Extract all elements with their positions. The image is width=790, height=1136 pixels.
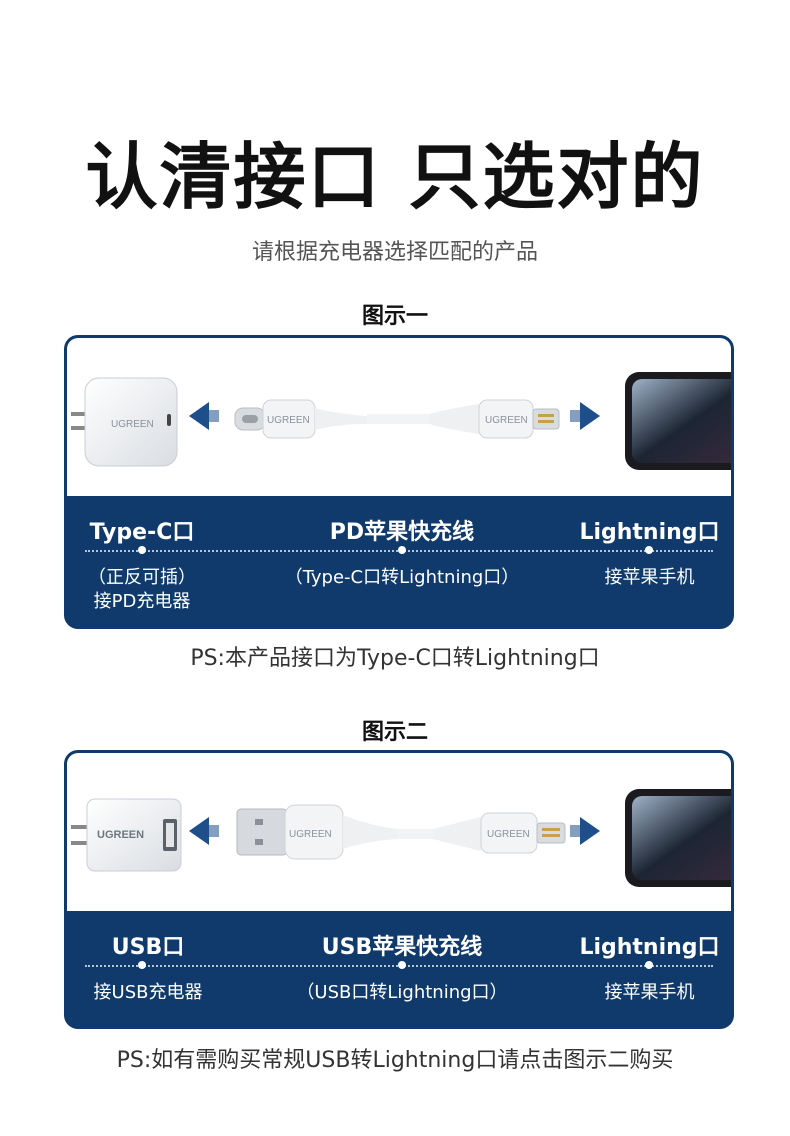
figure2-product-image: UGREEN UGREEN U — [67, 753, 731, 911]
figure1-dot-right — [645, 546, 653, 554]
figure2-left-label: USB口 — [111, 935, 185, 960]
figure1-left-note-1: （正反可插） — [88, 567, 196, 588]
figure2-center-note: （USB口转Lightning口） — [296, 982, 508, 1003]
figure2-center-label: USB苹果快充线 — [321, 935, 483, 960]
figure1-product-image: UGREEN UGREEN UGREEN — [67, 338, 731, 496]
figure2-title: 图示二 — [361, 720, 428, 745]
lightning-plug-icon: UGREEN — [429, 399, 560, 439]
arrow-left-icon — [189, 402, 219, 430]
figure1-right-note: 接苹果手机 — [604, 567, 695, 588]
figure2-dot-left — [138, 961, 146, 969]
iphone-icon — [625, 789, 731, 887]
figure1-center-label: PD苹果快充线 — [329, 520, 475, 545]
figure1-title: 图示一 — [361, 304, 428, 329]
page-subtitle: 请根据充电器选择匹配的产品 — [251, 240, 538, 265]
figure1-left-note-2: 接PD充电器 — [93, 591, 191, 612]
arrow-right-icon — [570, 402, 600, 430]
figure1-illustration: UGREEN UGREEN UGREEN — [71, 372, 731, 470]
iphone-icon — [625, 372, 731, 470]
arrow-right-icon — [570, 817, 600, 845]
pd-charger-icon: UGREEN — [71, 377, 178, 467]
usb-a-plug-icon: UGREEN — [236, 804, 397, 860]
arrow-left-icon — [189, 817, 219, 845]
lightning-plug-icon: UGREEN — [433, 812, 566, 854]
figure2-card[interactable]: UGREEN UGREEN U — [64, 750, 734, 1029]
figure2-info-panel: USB口 USB苹果快充线 Lightning口 接USB充电器 （USB口转L… — [67, 911, 731, 1026]
figure1-card[interactable]: UGREEN UGREEN UGREEN — [64, 335, 734, 629]
cable-brand-right: UGREEN — [485, 415, 528, 426]
figure2-illustration: UGREEN UGREEN U — [71, 789, 731, 887]
figure2-left-note: 接USB充电器 — [93, 982, 203, 1003]
figure1-right-label: Lightning口 — [579, 520, 720, 545]
figure2-right-note: 接苹果手机 — [604, 982, 695, 1003]
cable-brand-left: UGREEN — [289, 829, 332, 840]
figure1-dot-center — [398, 546, 406, 554]
type-c-plug-icon: UGREEN — [234, 399, 367, 439]
figure2-dot-center — [398, 961, 406, 969]
usb-charger-icon: UGREEN — [71, 798, 182, 872]
cable-brand-left: UGREEN — [267, 415, 310, 426]
figure2-right-label: Lightning口 — [579, 935, 720, 960]
charger-brand: UGREEN — [111, 419, 154, 430]
figure1-center-note: （Type-C口转Lightning口） — [284, 567, 520, 588]
page-headline: 认清接口 只选对的 — [85, 135, 705, 219]
figure2-ps-note[interactable]: PS:如有需购买常规USB转Lightning口请点击图示二购买 — [116, 1048, 674, 1073]
charger-brand: UGREEN — [97, 829, 144, 841]
figure1-dot-left — [138, 546, 146, 554]
figure1-info-panel: Type-C口 PD苹果快充线 Lightning口 （正反可插） 接PD充电器… — [67, 496, 731, 626]
figure2-dot-right — [645, 961, 653, 969]
figure1-ps-note: PS:本产品接口为Type-C口转Lightning口 — [190, 646, 600, 671]
figure1-left-label: Type-C口 — [89, 520, 195, 545]
cable-brand-right: UGREEN — [487, 829, 530, 840]
